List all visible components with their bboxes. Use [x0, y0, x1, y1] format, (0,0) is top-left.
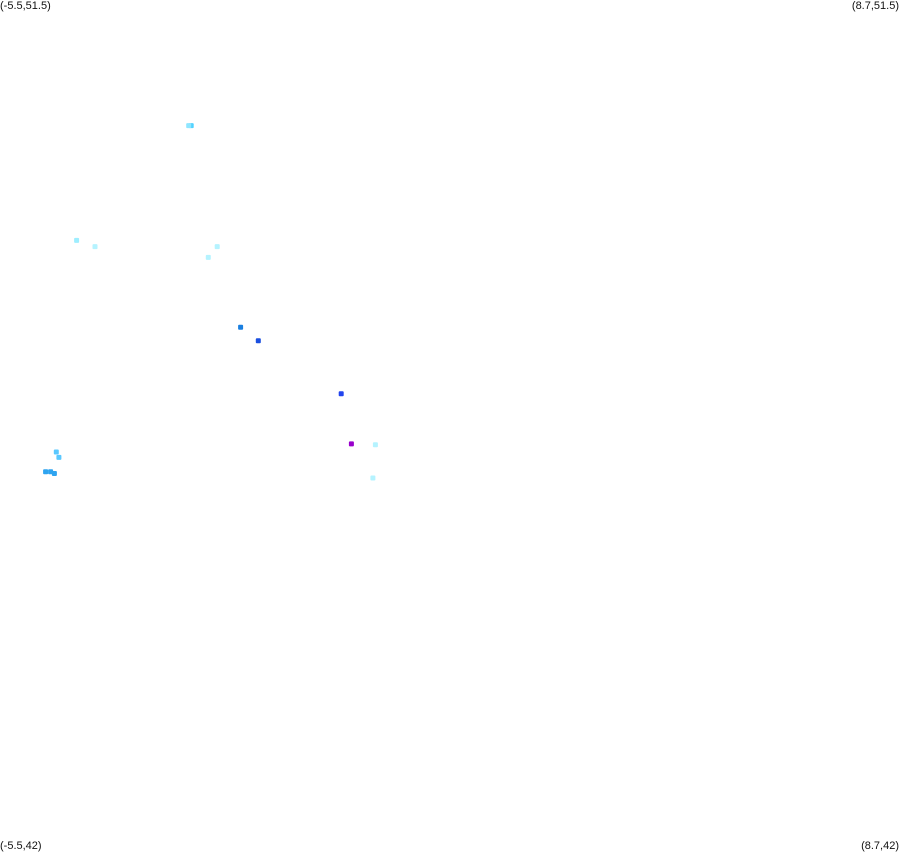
map-point-3 — [92, 244, 98, 250]
map-point-12 — [48, 469, 54, 475]
map-point-16 — [370, 475, 376, 481]
map-point-15 — [372, 442, 378, 448]
map-point-14 — [348, 441, 354, 447]
corner-label-top-right: (8.7,51.5) — [851, 0, 899, 12]
corner-label-bottom-left: (-5.5,42) — [0, 840, 42, 852]
map-point-5 — [205, 254, 211, 260]
map-point-2 — [74, 237, 80, 243]
map-point-9 — [53, 449, 59, 455]
map-point-4 — [214, 244, 220, 250]
map-point-13 — [51, 471, 57, 476]
map-point-11 — [43, 469, 49, 475]
corner-label-bottom-right: (8.7,42) — [861, 840, 899, 852]
corner-label-top-left: (-5.5,51.5) — [0, 0, 51, 12]
map-point-1 — [186, 123, 192, 129]
map-point-6 — [238, 324, 244, 330]
map-point-10 — [56, 454, 62, 460]
map-point-8 — [338, 391, 344, 397]
map-point-7 — [255, 338, 261, 344]
